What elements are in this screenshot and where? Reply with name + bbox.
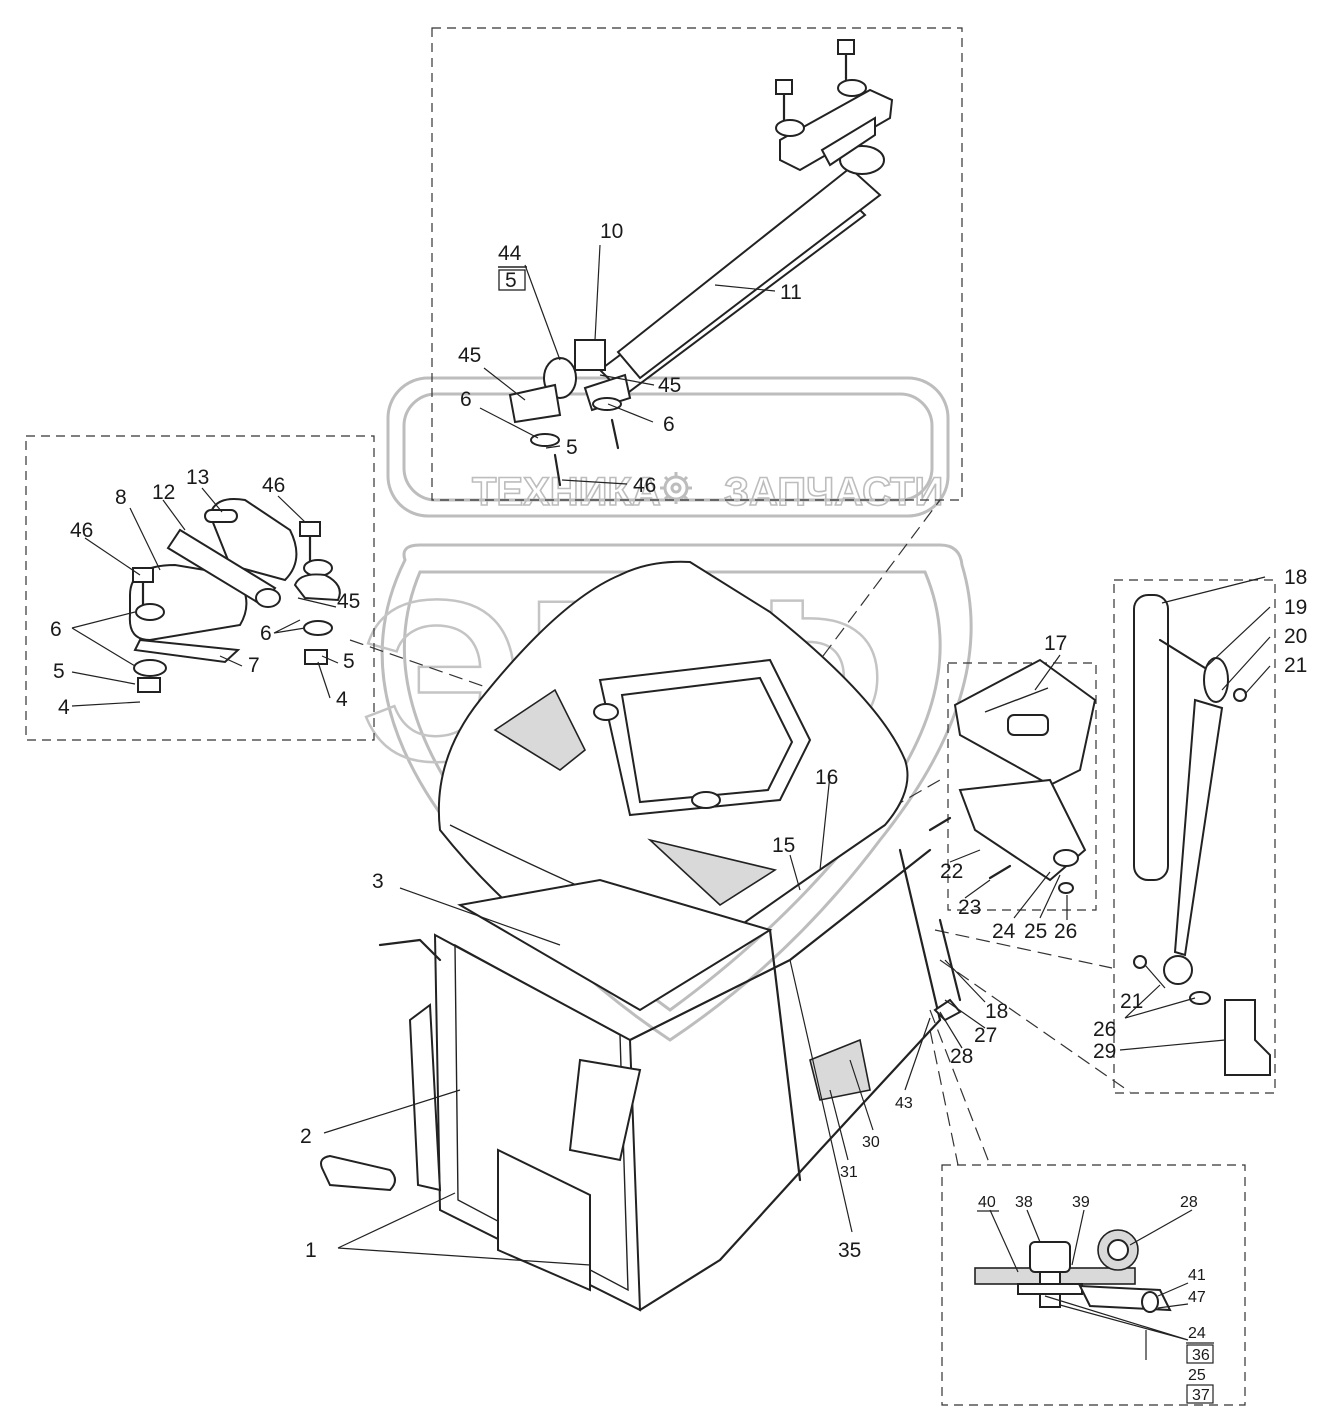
hinge-assembly — [128, 498, 341, 693]
callout-4-hinge-right: 4 — [336, 688, 348, 711]
gas-spring — [1133, 594, 1271, 1076]
callout-26-bottom: 26 — [1093, 1018, 1116, 1041]
callout-40: 40 — [978, 1194, 996, 1211]
callout-7: 7 — [248, 654, 260, 677]
callout-5-boxed-top: 5 — [505, 269, 517, 292]
callout-24-detail: 24 — [1188, 1325, 1206, 1342]
watermark-text-left: ТЕХНИКА — [472, 470, 661, 514]
box-hinge — [25, 435, 375, 741]
callout-25-detail: 25 — [1188, 1367, 1206, 1384]
callout-25-lock: 25 — [1024, 920, 1047, 943]
callout-6-hinge-left: 6 — [50, 618, 62, 641]
roof-support-arm — [508, 39, 894, 487]
roof-panel — [437, 560, 909, 977]
callout-47: 47 — [1188, 1289, 1206, 1306]
callout-21-top: 21 — [1284, 654, 1307, 677]
callout-5-hinge-right: 5 — [343, 650, 355, 673]
callout-46-hinge-right: 46 — [262, 474, 285, 497]
callout-37: 37 — [1192, 1387, 1210, 1404]
callout-23: 23 — [958, 896, 981, 919]
callout-13: 13 — [186, 466, 209, 489]
callout-5-hinge-left: 5 — [53, 660, 65, 683]
callout-45-top: 45 — [458, 344, 481, 367]
callout-21-bottom: 21 — [1120, 990, 1143, 1013]
callout-28-detail: 28 — [1180, 1194, 1198, 1211]
roof-lock — [928, 658, 1097, 894]
box-lock — [947, 662, 1097, 911]
callout-35: 35 — [838, 1239, 861, 1262]
callout-26-lock: 26 — [1054, 920, 1077, 943]
callout-46-top: 46 — [633, 474, 656, 497]
gear-icon — [660, 472, 692, 504]
leader-lines — [71, 244, 1271, 1360]
callout-18-bottom: 18 — [985, 1000, 1008, 1023]
callout-36: 36 — [1192, 1347, 1210, 1364]
callout-46-hinge-left: 46 — [70, 519, 93, 542]
callout-39: 39 — [1072, 1194, 1090, 1211]
callout-38: 38 — [1015, 1194, 1033, 1211]
callout-labels: 10 44 5 11 45 45 6 6 5 46 13 46 12 8 46 … — [50, 220, 1307, 1404]
callout-30: 30 — [862, 1134, 880, 1151]
callout-10: 10 — [600, 220, 623, 243]
callout-24-lock: 24 — [992, 920, 1016, 943]
callout-45-right: 45 — [658, 374, 681, 397]
callout-43: 43 — [895, 1095, 913, 1112]
callout-17: 17 — [1044, 632, 1067, 655]
callout-8: 8 — [115, 486, 127, 509]
callout-45-hinge: 45 — [337, 590, 360, 613]
callout-22: 22 — [940, 860, 963, 883]
callout-4-hinge-left: 4 — [58, 696, 70, 719]
box-detail-section — [941, 1164, 1246, 1406]
callout-44: 44 — [498, 242, 522, 265]
callout-16: 16 — [815, 766, 838, 789]
callout-27: 27 — [974, 1024, 997, 1047]
box-gas-spring — [1113, 579, 1276, 1094]
callout-2: 2 — [300, 1125, 312, 1148]
watermark-text-right: ЗАПЧАСТИ — [724, 470, 943, 514]
callout-3: 3 — [372, 870, 384, 893]
callout-19: 19 — [1284, 596, 1307, 619]
callout-6-top-left: 6 — [460, 388, 472, 411]
callout-6-hinge-right: 6 — [260, 622, 272, 645]
box-roof-support — [431, 27, 963, 501]
callout-6-top-right: 6 — [663, 413, 675, 436]
callout-31: 31 — [840, 1164, 858, 1181]
callout-41: 41 — [1188, 1267, 1206, 1284]
callout-20: 20 — [1284, 625, 1307, 648]
callout-12: 12 — [152, 481, 175, 504]
callout-5-top: 5 — [566, 436, 578, 459]
callout-11: 11 — [780, 281, 802, 304]
detail-section — [974, 1229, 1172, 1313]
callout-18-top: 18 — [1284, 566, 1307, 589]
callout-15: 15 — [772, 834, 795, 857]
cab-frame — [320, 848, 962, 1312]
callout-29: 29 — [1093, 1040, 1116, 1063]
callout-1: 1 — [305, 1239, 317, 1262]
callout-28-frame: 28 — [950, 1045, 973, 1068]
